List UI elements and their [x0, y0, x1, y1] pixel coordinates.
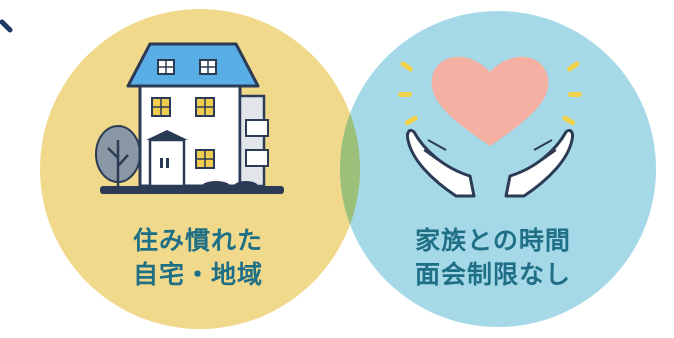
left-label-line2: 自宅・地域	[132, 260, 263, 289]
decor-stroke	[0, 19, 13, 33]
house-icon	[95, 42, 284, 194]
right-label: 家族との時間 面会制限なし	[393, 224, 593, 292]
heart-hands-icon	[398, 56, 582, 198]
left-label: 住み慣れた 自宅・地域	[108, 224, 288, 292]
right-circle	[340, 11, 656, 327]
left-label-line1: 住み慣れた	[132, 226, 263, 255]
right-label-line2: 面会制限なし	[414, 260, 571, 289]
right-label-line1: 家族との時間	[415, 226, 571, 255]
